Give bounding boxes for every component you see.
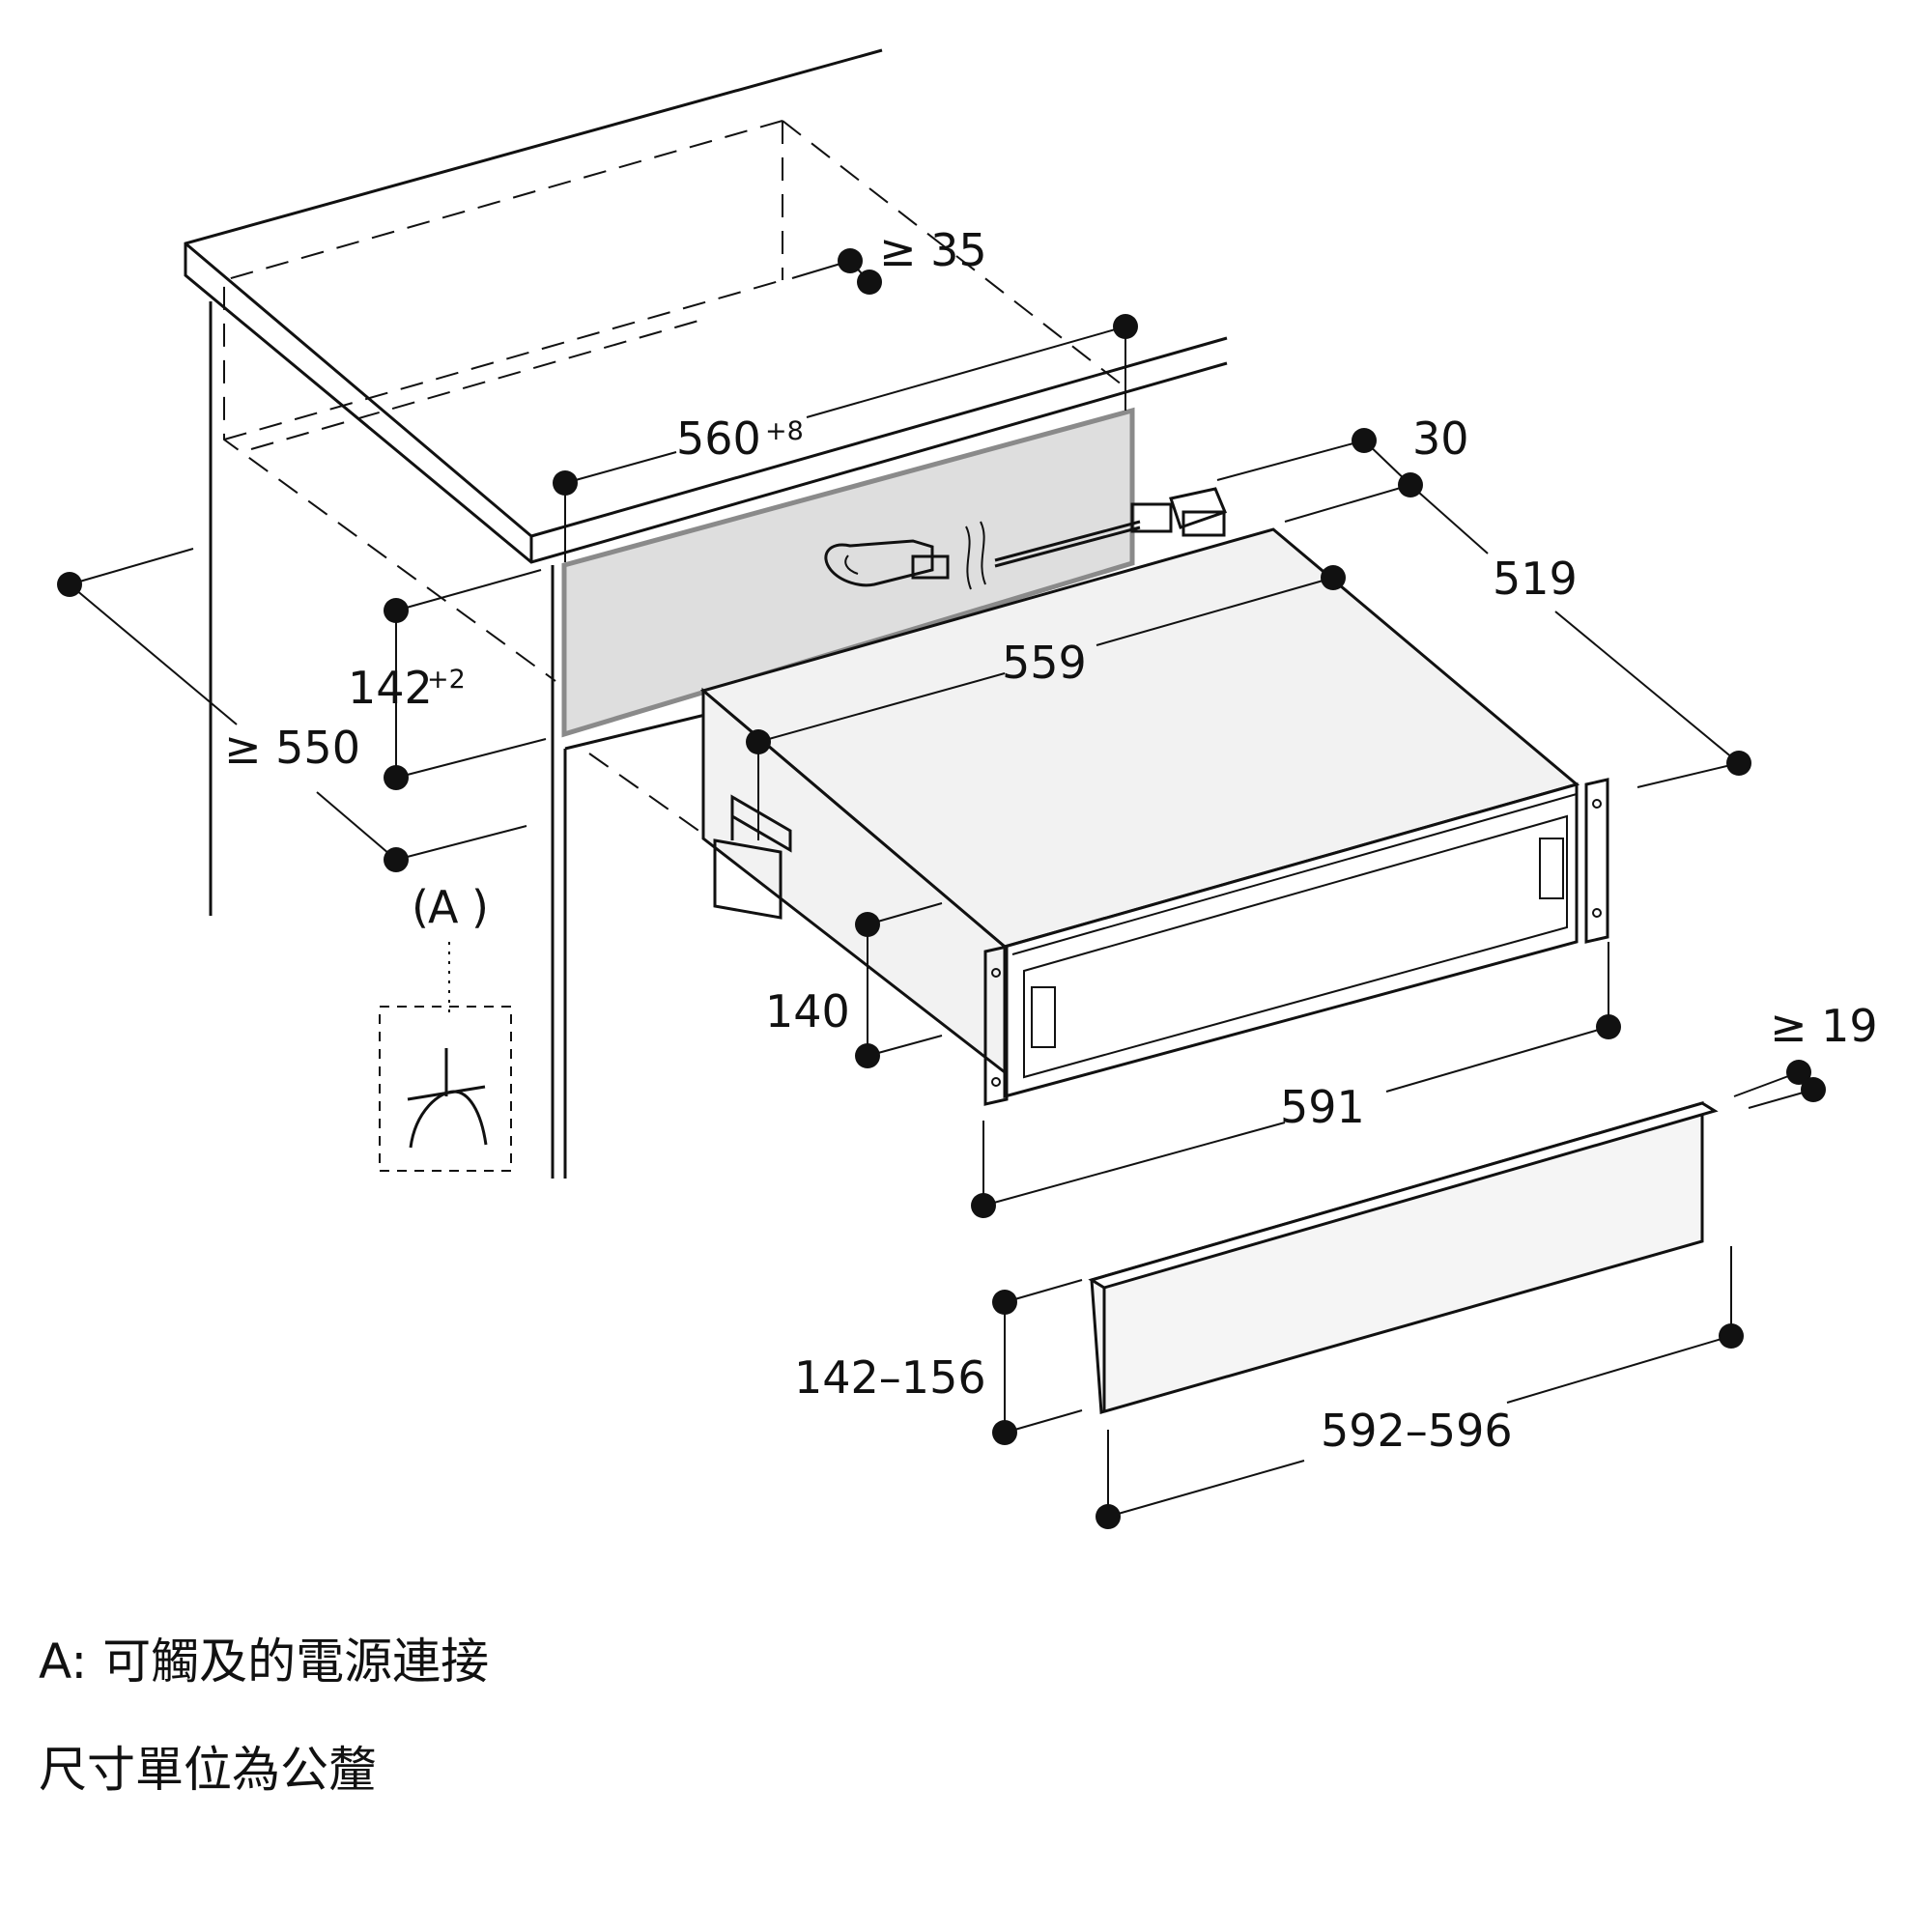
dimension-dot — [384, 598, 409, 623]
dimension-dot — [1352, 428, 1377, 453]
cabinet-side-panel — [209, 301, 706, 1179]
label-niche-height-tolerance: +2 — [427, 665, 466, 695]
side-bracket — [713, 794, 792, 920]
svg-text:): ) — [471, 881, 489, 933]
dimension-dot — [971, 1193, 996, 1218]
label-top-clearance: ≥ 35 — [879, 224, 987, 276]
dimension-labels: ≥ 550 ≥ 35 560 +8 142 +2 30 519 559 140 … — [224, 224, 1878, 1457]
dimension-dot — [1786, 1060, 1811, 1085]
dimension-dot — [1398, 472, 1423, 497]
dimension-dot — [1113, 314, 1138, 339]
note-power-connection: A: 可觸及的電源連接 — [39, 1634, 490, 1690]
dimension-dot — [1801, 1077, 1826, 1102]
dimension-dot — [992, 1290, 1017, 1315]
label-marker-a: A — [428, 881, 459, 933]
label-appliance-depth: 519 — [1493, 553, 1578, 605]
dimension-dot — [1726, 751, 1751, 776]
dimension-dot — [746, 729, 771, 754]
dimension-dot — [1321, 565, 1346, 590]
label-niche-width: 560 — [676, 412, 761, 465]
label-cabinet-depth: ≥ 550 — [224, 722, 360, 774]
dimension-dot — [384, 765, 409, 790]
dimension-dot — [384, 847, 409, 872]
label-panel-height: 142–156 — [794, 1351, 986, 1404]
mounting-flange-left — [983, 945, 1009, 1106]
dimension-dot — [553, 470, 578, 496]
dimension-dot — [855, 912, 880, 937]
label-appliance-height: 140 — [765, 985, 850, 1037]
dimension-lines — [69, 260, 1814, 1518]
dimension-dots — [57, 248, 1826, 1529]
label-panel-width: 592–596 — [1321, 1405, 1513, 1457]
label-rear-gap: 30 — [1412, 412, 1469, 465]
countertop — [184, 48, 1228, 564]
label-appliance-width: 559 — [1002, 637, 1087, 689]
dimension-dot — [1096, 1504, 1121, 1529]
dimension-dot — [1596, 1014, 1621, 1039]
dimension-dot — [1719, 1323, 1744, 1349]
drawer-front — [1003, 782, 1579, 1098]
mounting-flange-right — [1584, 778, 1609, 944]
label-niche-height: 142 — [348, 662, 433, 714]
label-niche-width-tolerance: +8 — [765, 416, 804, 446]
dimension-dot — [838, 248, 863, 273]
dimension-dot — [992, 1420, 1017, 1445]
dimension-dot — [57, 572, 82, 597]
label-front-width: 591 — [1280, 1081, 1365, 1133]
dimension-dot — [855, 1043, 880, 1068]
niche-opening — [561, 407, 1135, 738]
power-connection-marker — [379, 942, 512, 1172]
front-panel — [1088, 1101, 1719, 1414]
power-plug-icon — [824, 487, 1227, 590]
label-panel-thickness: ≥ 19 — [1770, 1000, 1878, 1052]
note-units: 尺寸單位為公釐 — [39, 1742, 377, 1798]
svg-text:(: ( — [412, 881, 429, 933]
dimension-dot — [857, 270, 882, 295]
